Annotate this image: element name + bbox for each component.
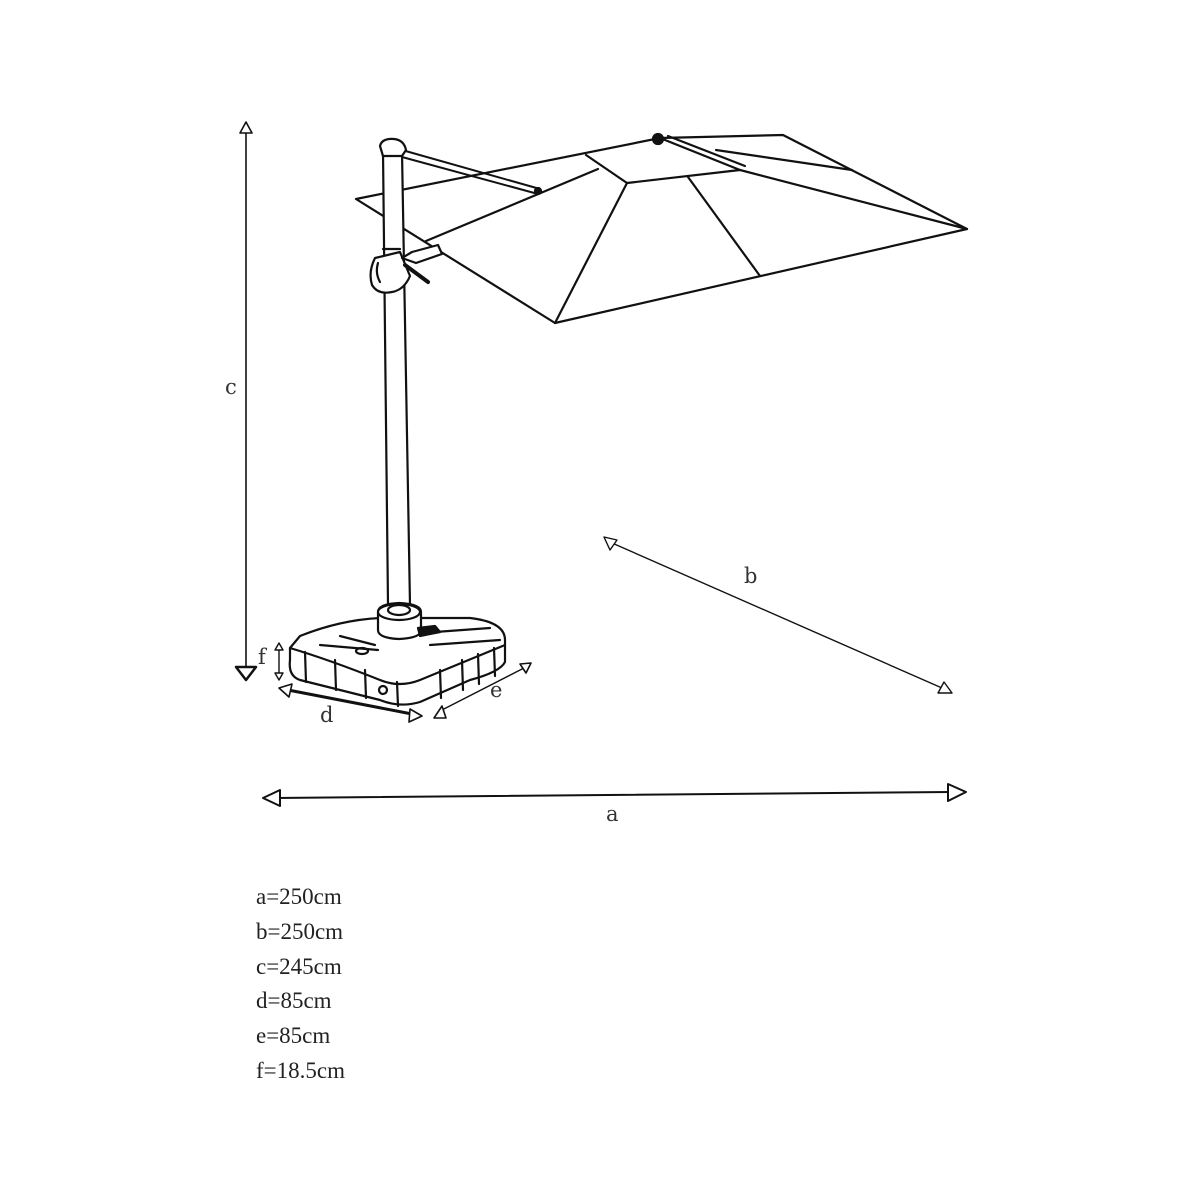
dimension-d-arrow [278, 683, 423, 723]
label-b: b [744, 564, 758, 588]
dimension-c-arrow [234, 121, 258, 682]
label-f: f [258, 645, 266, 669]
dimension-c: c=245cm [256, 953, 342, 979]
dimension-f: f=18.5cm [256, 1057, 345, 1083]
dimension-e-arrow [433, 662, 532, 719]
weight-base [288, 601, 507, 708]
label-a: a [606, 802, 619, 826]
canopy-top-cap [651, 132, 665, 146]
dimension-e: e=85cm [256, 1023, 331, 1049]
canopy [354, 132, 969, 325]
dimension-f-arrow [274, 642, 284, 681]
support-arm [401, 149, 543, 196]
dimension-a-arrow [262, 783, 967, 807]
dimension-d: d=85cm [256, 988, 332, 1014]
dimension-a: a=250cm [256, 884, 342, 909]
dimension-b-arrow [603, 536, 953, 694]
label-c: c [225, 375, 237, 399]
dimension-b: b=250cm [256, 918, 344, 944]
label-e: e [490, 678, 503, 702]
dimension-list: a=250cm b=250cm c=245cm d=85cm e=85cm f=… [256, 880, 345, 1089]
label-d: d [320, 703, 334, 727]
